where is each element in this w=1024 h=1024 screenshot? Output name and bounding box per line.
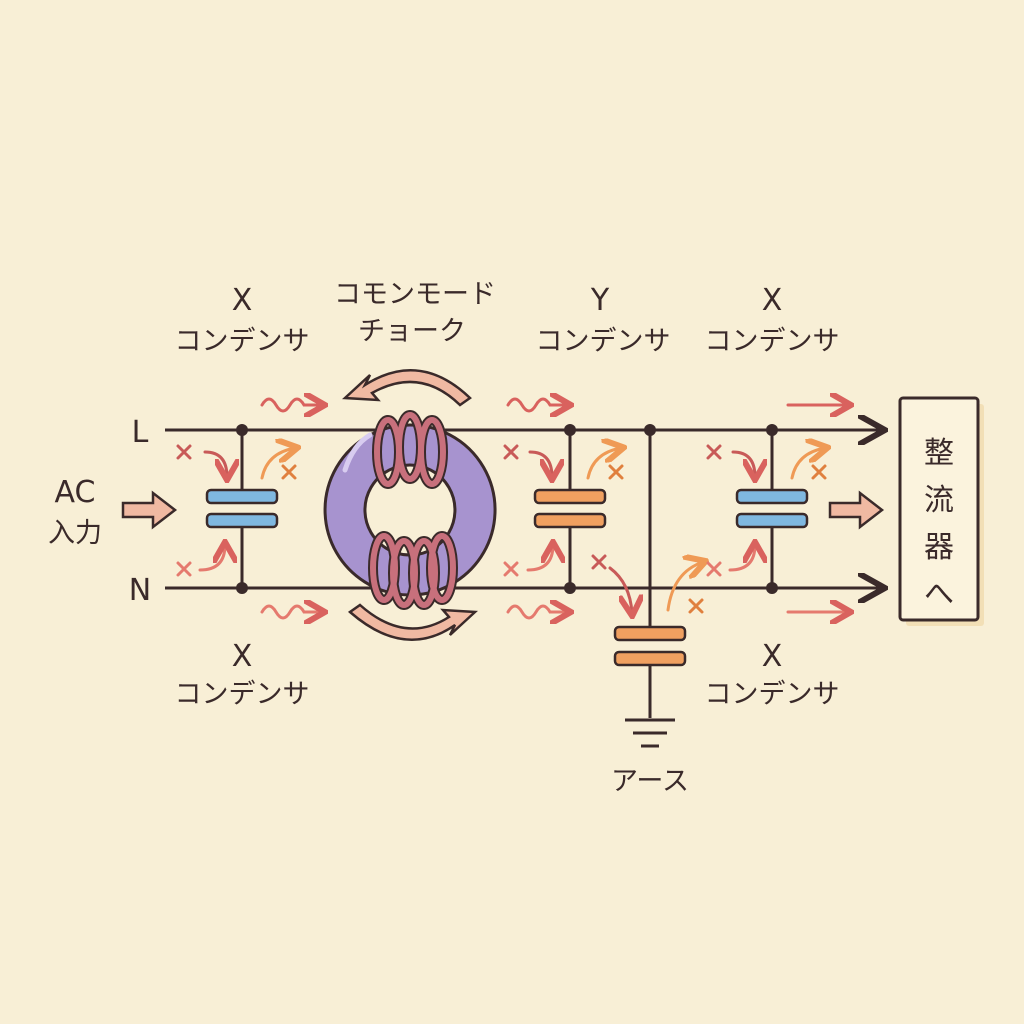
rectifier-char-1: 整 — [924, 436, 954, 471]
y-cap-symbol: Y — [590, 283, 610, 318]
rectifier-char-3: 器 — [924, 530, 954, 565]
x-cap-br-symbol: X — [762, 639, 783, 674]
x-cap-tr-label: コンデンサ — [705, 326, 840, 357]
x-capacitor-3 — [735, 424, 809, 594]
line-l-label: L — [132, 415, 149, 450]
ac-input-label-2: 入力 — [48, 518, 102, 549]
x-capacitor-2 — [533, 424, 607, 594]
x-capacitor-1 — [205, 424, 279, 594]
y-cap-label: コンデンサ — [536, 326, 671, 357]
x-cap-tl-symbol: X — [232, 283, 253, 318]
ground-symbol — [625, 718, 675, 748]
rectifier-char-4: へ — [924, 577, 954, 612]
rectifier-box: 整 流 器 へ — [898, 396, 984, 626]
flow-arrows — [121, 490, 885, 530]
x-cap-tr-symbol: X — [762, 283, 783, 318]
noise-waves — [198, 399, 848, 618]
flux-arrows — [341, 368, 479, 642]
choke-label-1: コモンモード — [334, 279, 496, 310]
rectifier-char-2: 流 — [924, 483, 954, 518]
x-cap-bl-label: コンデンサ — [175, 679, 310, 710]
x-cap-tl-label: コンデンサ — [175, 326, 310, 357]
common-mode-choke — [323, 410, 497, 610]
x-cap-bl-symbol: X — [232, 639, 253, 674]
line-n-label: N — [129, 573, 151, 608]
earth-label: アース — [611, 766, 689, 797]
y-capacitor — [613, 424, 687, 718]
ac-input-label-1: AC — [55, 475, 96, 510]
choke-label-2: チョーク — [358, 316, 466, 347]
x-cap-br-label: コンデンサ — [705, 679, 840, 710]
noise-x-marks — [176, 444, 827, 614]
